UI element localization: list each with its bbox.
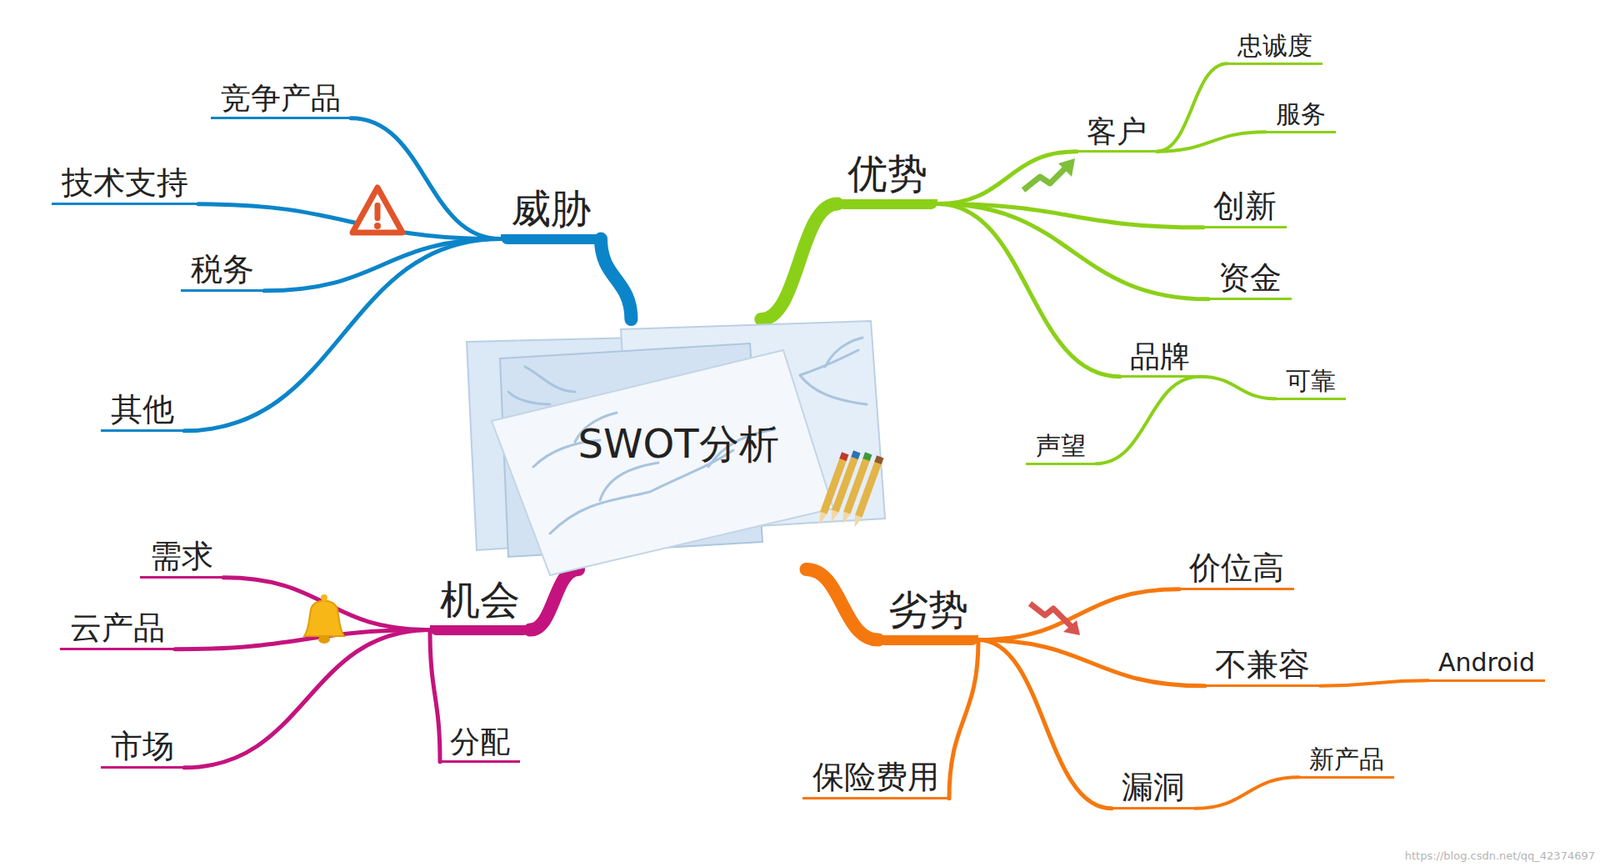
main-branch: 劣势	[878, 586, 979, 645]
sub-branch: 可靠	[1275, 366, 1346, 400]
sub-branch: 技术支持	[51, 165, 199, 206]
branch-line	[430, 630, 440, 762]
main-branch: 威胁	[500, 185, 601, 244]
sub-branch: Android	[1428, 648, 1545, 682]
warning-icon	[352, 187, 403, 233]
branch-text: 技术支持	[61, 165, 189, 202]
branch-line	[937, 204, 1120, 377]
branch-text: 漏洞	[1121, 769, 1185, 806]
sub-branch: 新产品	[1299, 745, 1395, 779]
branch-line	[530, 569, 579, 630]
branch-text: 竞争产品	[220, 80, 341, 115]
branch-text: 劣势	[888, 586, 969, 633]
branch-text: 优势	[847, 150, 928, 197]
branch-line	[949, 640, 979, 799]
sub-branch: 忠诚度	[1227, 31, 1323, 65]
front-sheet	[491, 350, 834, 575]
branch-text: 新产品	[1309, 745, 1385, 775]
sub-branch: 价位高	[1179, 550, 1295, 591]
branch-line	[805, 569, 879, 640]
branch-line	[198, 204, 501, 240]
pencils	[815, 450, 884, 529]
main-branch: 机会	[430, 576, 530, 635]
sub-branch: 客户	[1076, 114, 1157, 153]
branch-line	[978, 640, 1112, 809]
branch-line	[978, 640, 1205, 686]
branch-line	[184, 239, 501, 431]
branch-line	[937, 151, 1077, 205]
branch-line	[760, 204, 838, 320]
branch-text: 保险费用	[812, 759, 940, 796]
branch-text: SWOT分析	[577, 420, 779, 467]
branch-text: 创新	[1213, 188, 1277, 225]
branch-line	[600, 239, 631, 320]
branch-text: 声望	[1035, 431, 1086, 461]
branch-line	[350, 118, 501, 240]
sub-branch: 需求	[140, 538, 224, 580]
sub-branch: 创新	[1203, 188, 1287, 230]
branch-text: 分配	[450, 724, 510, 759]
branch-text: 不兼容	[1215, 646, 1310, 684]
branch-line	[1200, 376, 1276, 400]
branch-text: 忠诚度	[1237, 31, 1313, 61]
branch-text: 品牌	[1130, 339, 1190, 374]
branch-text: 价位高	[1189, 550, 1285, 587]
branch-line	[1195, 776, 1300, 809]
sub-branch: 品牌	[1120, 339, 1200, 378]
sub-branch: 声望	[1025, 431, 1096, 465]
branch-line	[978, 589, 1180, 640]
branch-text: 客户	[1086, 114, 1147, 149]
sub-branch: 不兼容	[1205, 646, 1320, 688]
branch-line	[175, 630, 430, 650]
branch-line	[264, 239, 501, 291]
central-topic: SWOT分析	[470, 319, 887, 570]
branch-line	[1095, 376, 1200, 465]
branch-text: 需求	[150, 538, 214, 575]
sub-branch: 漏洞	[1111, 769, 1195, 810]
fall-arrow	[1030, 603, 1080, 635]
watermark: https://blog.csdn.net/qq_42374697	[1405, 849, 1595, 862]
branch-line	[1320, 680, 1429, 686]
rise-arrow	[1023, 158, 1075, 190]
bell-icon	[304, 594, 345, 644]
sub-branch: 分配	[440, 724, 520, 763]
sub-branch: 市场	[100, 728, 185, 770]
sub-branch: 其他	[100, 391, 185, 433]
sub-branch: 竞争产品	[210, 80, 351, 120]
sketch-branches	[508, 337, 867, 534]
branch-line	[184, 630, 430, 768]
main-branch: 优势	[837, 150, 938, 209]
branch-text: 税务	[190, 251, 255, 289]
branch-line	[1156, 131, 1266, 151]
sub-branch: 服务	[1265, 100, 1336, 134]
branch-text: 市场	[110, 728, 175, 765]
branch-text: 威胁	[510, 185, 591, 232]
branch-text: 云产品	[70, 610, 165, 647]
branch-text: 可靠	[1285, 366, 1336, 396]
branch-text: 机会	[440, 576, 520, 623]
branch-text: 其他	[110, 391, 175, 429]
branch-text: 资金	[1218, 260, 1282, 297]
branch-text: Android	[1438, 648, 1535, 678]
branch-text: 服务	[1275, 100, 1326, 130]
card-illustration	[466, 320, 885, 575]
sub-branch: 保险费用	[802, 759, 950, 800]
sub-branch: 云产品	[60, 610, 175, 651]
sub-branch: 税务	[180, 251, 265, 293]
sub-branch: 资金	[1208, 260, 1292, 301]
